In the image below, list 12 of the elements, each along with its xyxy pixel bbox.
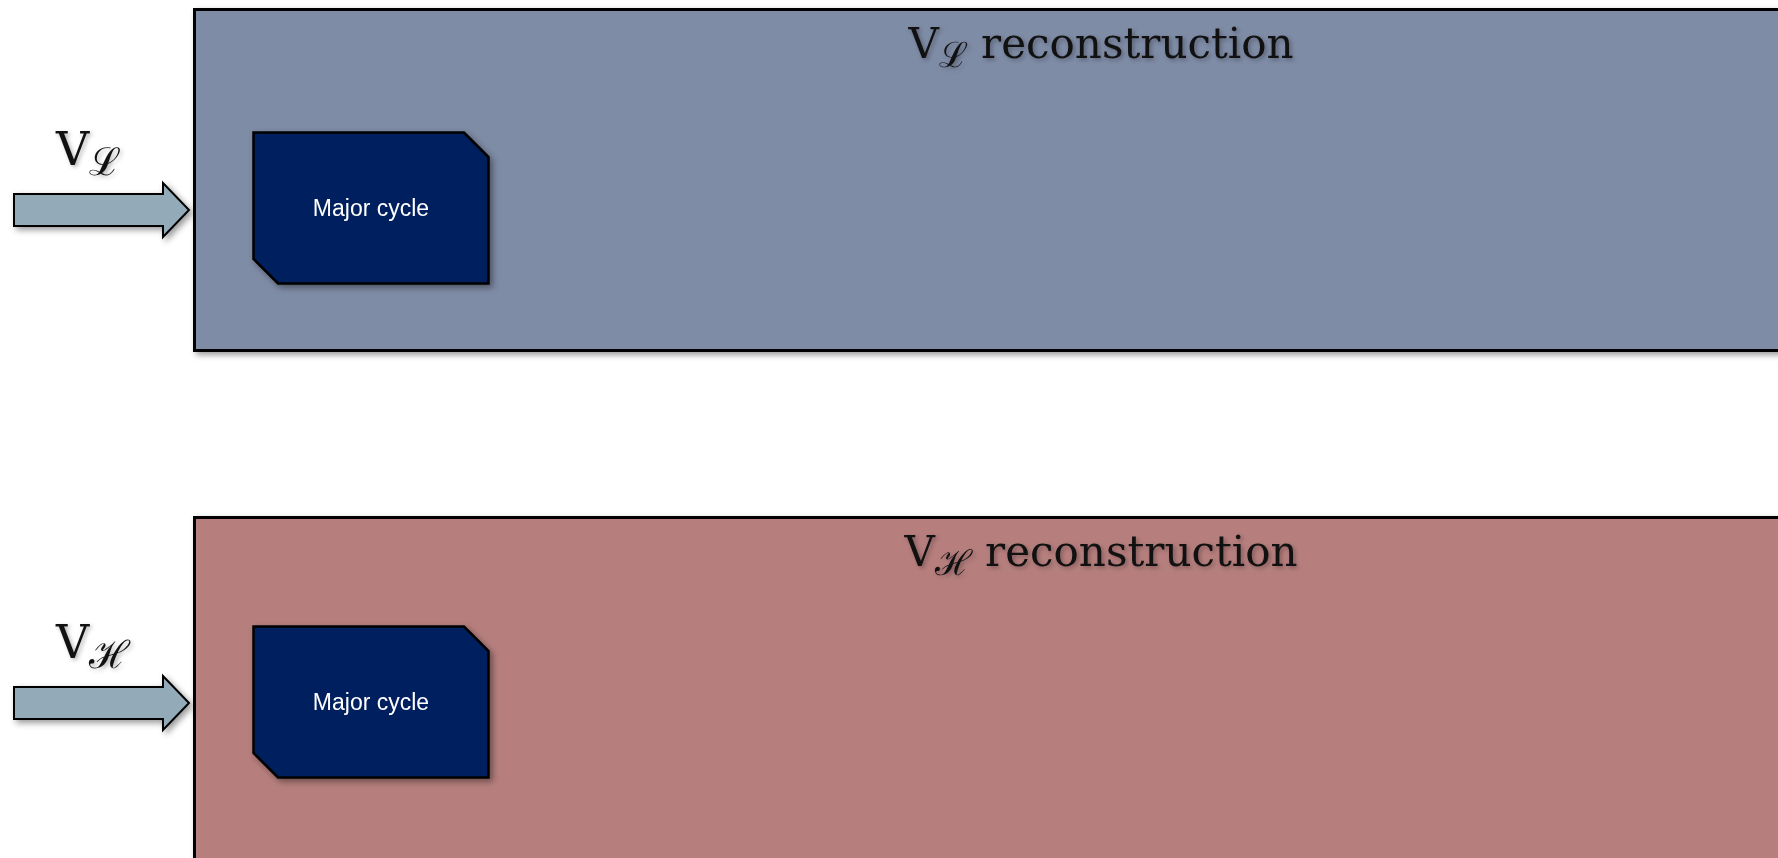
process-box	[252, 131, 490, 285]
edge-label: V$_{ℋ}$	[56, 615, 131, 680]
box-label: Major cycle	[311, 194, 431, 222]
box-label: Major cycle	[311, 688, 431, 716]
panel	[193, 8, 1778, 352]
process-box	[252, 625, 490, 779]
block-arrow	[13, 673, 191, 733]
edge-label: V$_{ℒ}$	[56, 122, 122, 187]
block-arrow	[13, 180, 191, 240]
panel-title: V$_{ℒ}$ reconstruction	[908, 19, 1294, 78]
panel	[193, 516, 1778, 858]
panel-title: V$_{ℋ}$ reconstruction	[904, 527, 1298, 586]
